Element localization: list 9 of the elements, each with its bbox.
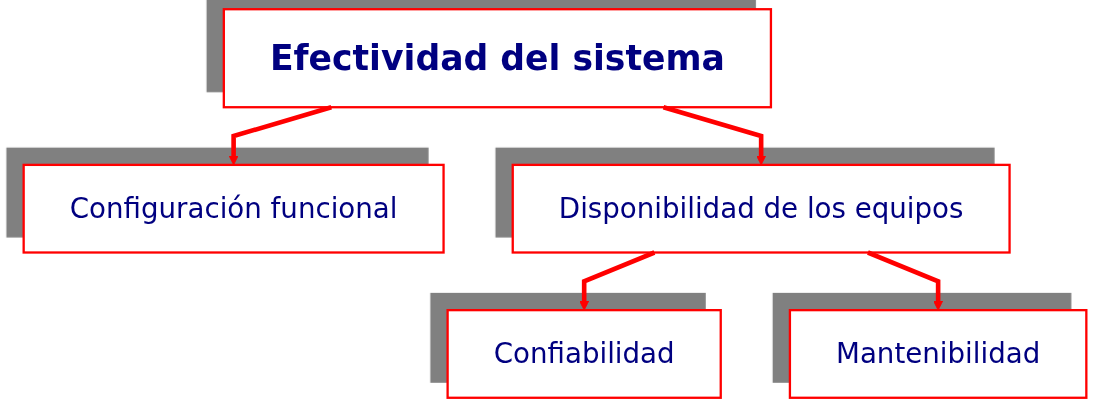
node-box: Disponibilidad de los equipos (511, 163, 1011, 254)
node-box: Configuración funcional (22, 163, 445, 254)
arrow (867, 250, 944, 311)
node-box: Confiabilidad (446, 309, 722, 399)
arrow (228, 105, 332, 166)
node-box: Efectividad del sistema (222, 8, 773, 109)
arrow (579, 250, 656, 311)
arrow (662, 105, 767, 166)
node-box: Mantenibilidad (788, 309, 1088, 399)
